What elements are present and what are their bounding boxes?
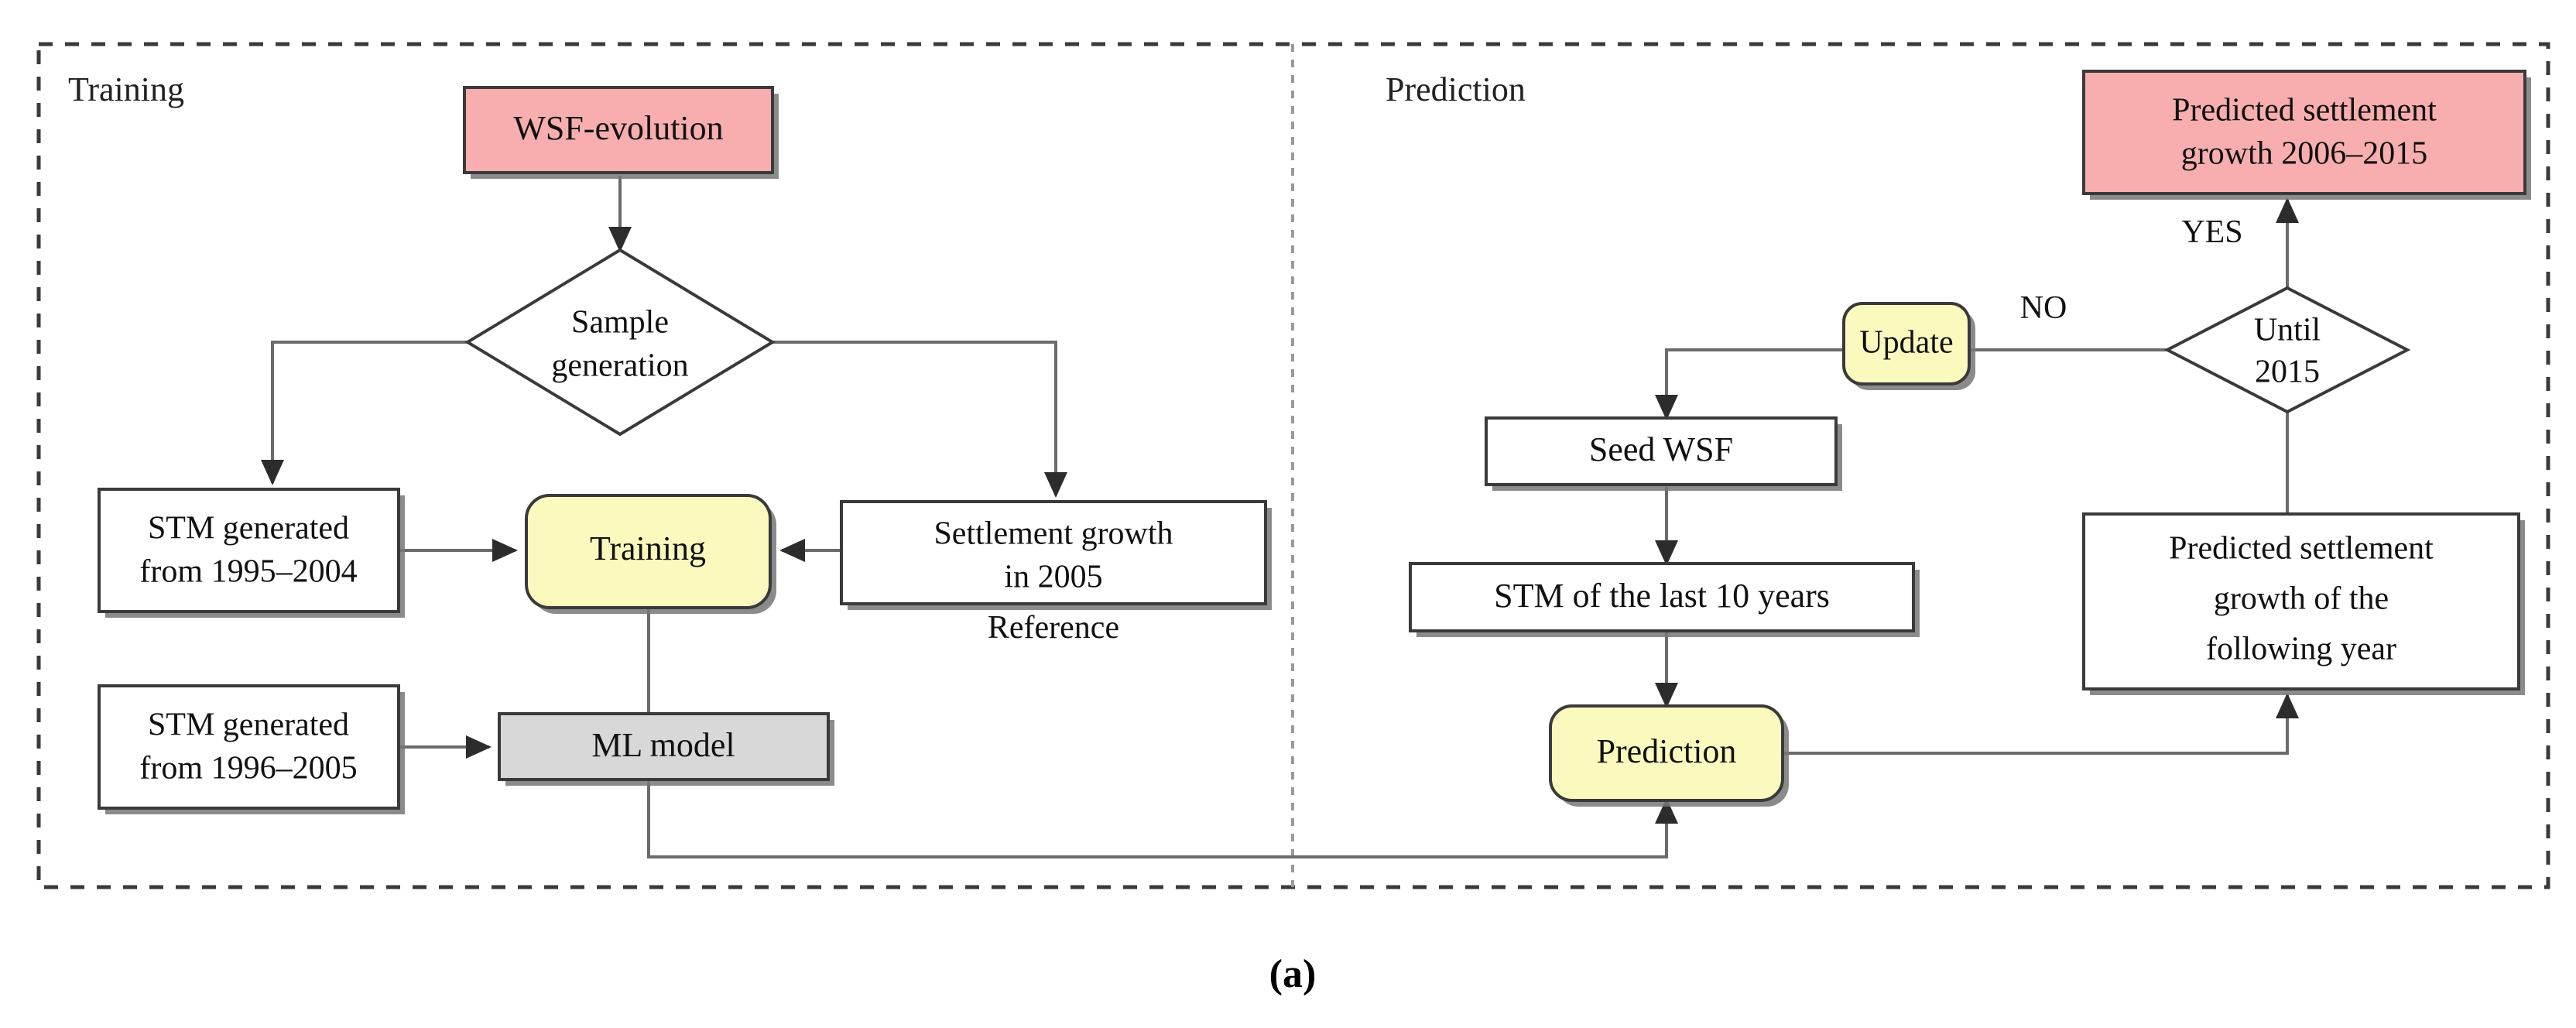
node-stm-1995-2004-label-line2: from 1995–2004 bbox=[139, 554, 357, 590]
node-predicted-2006-2015[interactable]: Predicted settlement growth 2006–2015 bbox=[2082, 70, 2531, 200]
node-stm-1996-2005[interactable]: STM generated from 1996–2005 bbox=[98, 684, 405, 814]
node-sample-generation-label-line1: Sample bbox=[571, 305, 669, 341]
lane-label-prediction: Prediction bbox=[1386, 70, 1526, 108]
lane-label-training: Training bbox=[68, 70, 184, 108]
node-wsf-evolution[interactable]: WSF-evolution bbox=[463, 86, 779, 179]
node-training[interactable]: Training bbox=[525, 494, 776, 614]
edge-prediction-to-predicted-following bbox=[1783, 693, 2299, 755]
node-sample-generation[interactable]: Sample generation bbox=[464, 248, 776, 437]
node-stm-1996-2005-label-line2: from 1996–2005 bbox=[139, 751, 357, 786]
node-prediction[interactable]: Prediction bbox=[1549, 704, 1789, 807]
node-settlement-growth-2005[interactable]: Settlement growth in 2005 bbox=[840, 500, 1272, 610]
node-stm-1995-2004[interactable]: STM generated from 1995–2004 bbox=[98, 488, 405, 618]
figure-caption: (a) bbox=[1269, 952, 1317, 996]
edge-mlmodel-to-prediction bbox=[647, 780, 1678, 858]
node-ml-model[interactable]: ML model bbox=[498, 712, 834, 786]
node-until-2015[interactable]: Until 2015 bbox=[2163, 286, 2411, 414]
node-update-label: Update bbox=[1859, 325, 1953, 361]
node-predicted-following-year-label-line3: following year bbox=[2206, 632, 2396, 667]
node-seed-wsf-label: Seed WSF bbox=[1589, 430, 1733, 468]
edge-label-yes: YES bbox=[2181, 214, 2242, 250]
node-until-2015-label-line1: Until bbox=[2254, 313, 2321, 348]
node-update[interactable]: Update bbox=[1842, 302, 1975, 390]
node-predicted-2006-2015-label-line2: growth 2006–2015 bbox=[2181, 136, 2428, 172]
reference-label: Reference bbox=[988, 610, 1119, 646]
node-stm-1995-2004-label-line1: STM generated bbox=[148, 511, 349, 547]
node-predicted-following-year[interactable]: Predicted settlement growth of the follo… bbox=[2082, 512, 2525, 695]
node-predicted-2006-2015-label-line1: Predicted settlement bbox=[2172, 93, 2437, 128]
node-sample-generation-label-line2: generation bbox=[551, 348, 688, 384]
edge-sample-to-settlement bbox=[772, 341, 1067, 498]
edge-update-to-seedwsf bbox=[1655, 348, 1844, 420]
edge-label-no: NO bbox=[2020, 290, 2067, 326]
node-seed-wsf[interactable]: Seed WSF bbox=[1485, 416, 1842, 491]
node-ml-model-label: ML model bbox=[591, 726, 735, 764]
node-training-label: Training bbox=[590, 529, 706, 567]
node-predicted-following-year-label-line2: growth of the bbox=[2214, 581, 2389, 617]
node-stm-last-10-years[interactable]: STM of the last 10 years bbox=[1409, 562, 1920, 637]
node-stm-1996-2005-label-line1: STM generated bbox=[148, 708, 349, 743]
edge-sample-to-stm1995 bbox=[261, 341, 468, 485]
node-prediction-label: Prediction bbox=[1597, 732, 1737, 770]
node-predicted-following-year-label-line1: Predicted settlement bbox=[2169, 531, 2434, 567]
node-wsf-evolution-label: WSF-evolution bbox=[513, 109, 723, 147]
node-settlement-growth-2005-label-line2: in 2005 bbox=[1004, 560, 1102, 595]
node-until-2015-label-line2: 2015 bbox=[2255, 355, 2320, 390]
node-settlement-growth-2005-label-line1: Settlement growth bbox=[933, 516, 1173, 552]
node-stm-last-10-years-label: STM of the last 10 years bbox=[1494, 577, 1830, 615]
